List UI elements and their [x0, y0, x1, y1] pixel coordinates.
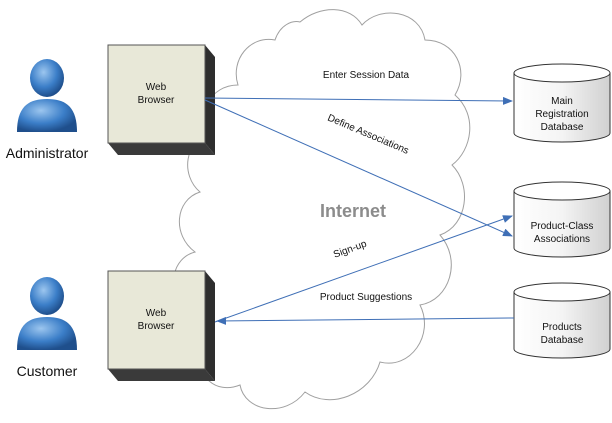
customer-browser-label-line1: Web [146, 308, 167, 319]
customer-browser-label-line2: Browser [138, 321, 175, 332]
assoc-db-label-line2: Associations [534, 234, 590, 245]
label-product-suggestions: Product Suggestions [320, 292, 412, 303]
products-db-label-line2: Database [541, 335, 584, 346]
internet-cloud: Internet [173, 9, 471, 410]
administrator-actor: Administrator [6, 59, 89, 161]
arrow-enter-session-data [204, 96, 513, 105]
label-enter-session-data: Enter Session Data [323, 70, 410, 81]
admin-browser-label-line1: Web [146, 82, 167, 93]
administrator-label: Administrator [6, 145, 89, 161]
flow-arrows [204, 96, 515, 325]
products-db-label-line1: Products [542, 322, 581, 333]
admin-browser-label-line2: Browser [138, 95, 175, 106]
customer-label: Customer [17, 363, 78, 379]
internet-label: Internet [320, 201, 386, 221]
product-class-associations-database: Product-Class Associations [513, 181, 611, 258]
arrow-define-associations [204, 99, 513, 237]
customer-actor: Customer [17, 277, 78, 379]
arrow-sign-up [214, 215, 513, 323]
main-registration-database: Main Registration Database [513, 63, 611, 143]
customer-web-browser: Web Browser [107, 270, 215, 381]
admin-web-browser: Web Browser [107, 44, 215, 155]
main-db-label-line3: Database [541, 122, 584, 133]
administrator-person-icon [17, 59, 77, 132]
assoc-db-label-line1: Product-Class [531, 221, 594, 232]
main-db-label-line1: Main [551, 96, 573, 107]
arrow-product-suggestions [216, 316, 515, 325]
products-database: Products Database [513, 282, 611, 359]
main-db-label-line2: Registration [535, 109, 588, 120]
customer-person-icon [17, 277, 77, 350]
